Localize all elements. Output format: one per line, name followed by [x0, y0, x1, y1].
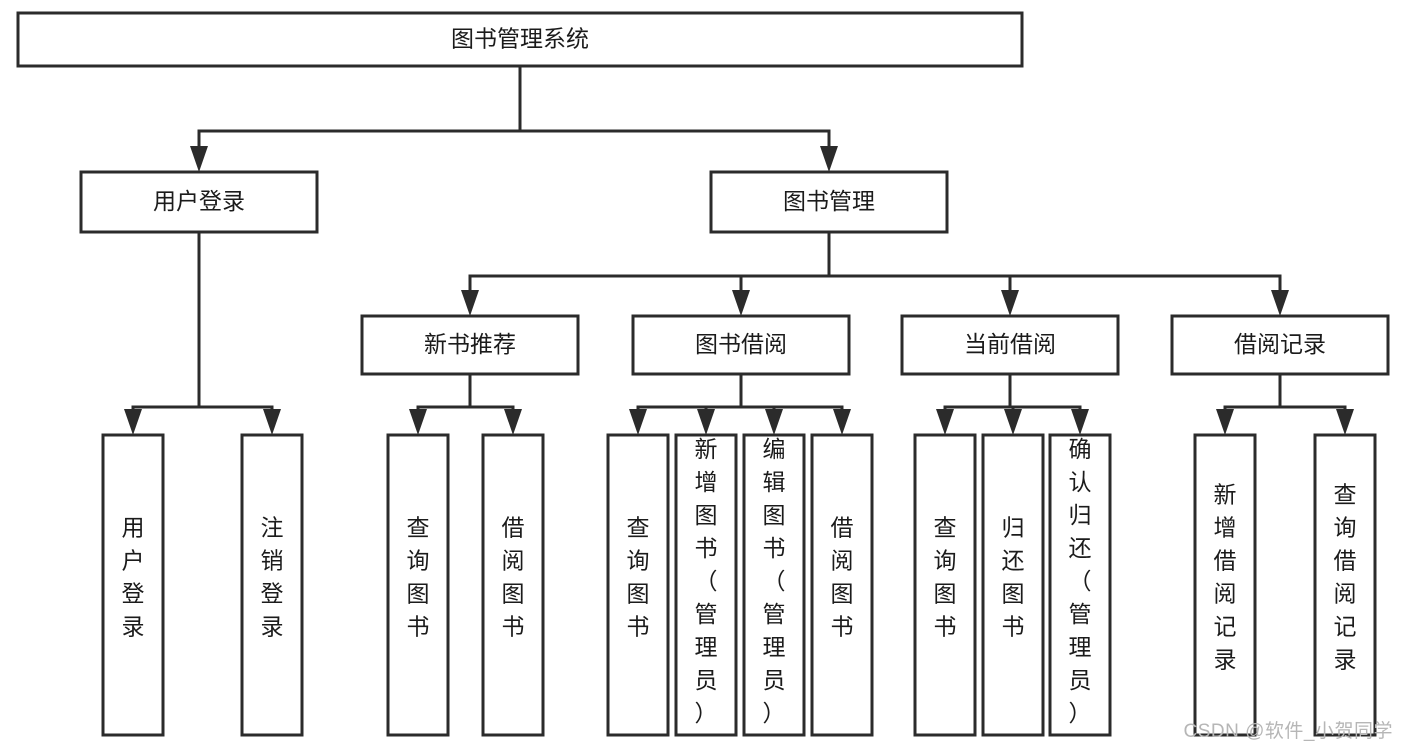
node-box-leaf-confirm-return[interactable] [1048, 433, 1112, 737]
node-leaf-query-record[interactable]: 查询借阅记录 [1313, 433, 1377, 737]
connector-group-borrow-records [1216, 372, 1354, 435]
node-leaf-query-book-current[interactable]: 查询图书 [913, 433, 977, 737]
node-label-root: 图书管理系统 [451, 26, 589, 52]
node-leaf-add-book[interactable]: 新增图书（管理员） [674, 433, 738, 737]
node-leaf-query-book-borrow[interactable]: 查询图书 [606, 433, 670, 737]
node-new-book-recommend[interactable]: 新书推荐 [360, 314, 580, 376]
node-box-leaf-query-book-rec[interactable] [386, 433, 450, 737]
node-box-book-management[interactable] [709, 170, 949, 234]
node-box-leaf-query-record[interactable] [1313, 433, 1377, 737]
connector-group-new-book-recommend [409, 372, 522, 435]
node-box-user-login[interactable] [79, 170, 319, 234]
node-label-leaf-query-record: 查询借阅记录 [1334, 482, 1357, 673]
watermark-text: CSDN @软件_小贺同学 [1183, 721, 1393, 742]
node-leaf-borrow-book-rec[interactable]: 借阅图书 [481, 433, 545, 737]
node-box-leaf-logout[interactable] [240, 433, 304, 737]
node-user-login[interactable]: 用户登录 [79, 170, 319, 234]
node-box-root[interactable] [16, 11, 1024, 68]
node-label-leaf-add-record: 新增借阅记录 [1214, 482, 1237, 673]
node-root[interactable]: 图书管理系统 [16, 11, 1024, 68]
connector-group-current-borrow [936, 372, 1089, 435]
node-book-borrow[interactable]: 图书借阅 [631, 314, 851, 376]
node-box-current-borrow[interactable] [900, 314, 1120, 376]
connector-group-root [190, 64, 838, 172]
connector-group-book-borrow [629, 372, 851, 435]
node-label-leaf-logout: 注销登录 [261, 515, 284, 640]
node-label-leaf-borrow-book-rec: 借阅图书 [502, 515, 525, 640]
node-box-leaf-add-record[interactable] [1193, 433, 1257, 737]
node-box-leaf-query-book-borrow[interactable] [606, 433, 670, 737]
node-label-borrow-records: 借阅记录 [1234, 331, 1326, 357]
node-box-leaf-borrow-book[interactable] [810, 433, 874, 737]
node-label-leaf-user-login: 用户登录 [122, 515, 145, 640]
node-box-borrow-records[interactable] [1170, 314, 1390, 376]
connector-layer [124, 64, 1354, 435]
node-book-management[interactable]: 图书管理 [709, 170, 949, 234]
node-label-new-book-recommend: 新书推荐 [424, 331, 516, 357]
node-current-borrow[interactable]: 当前借阅 [900, 314, 1120, 376]
node-label-book-borrow: 图书借阅 [695, 331, 787, 357]
node-label-book-management: 图书管理 [783, 188, 875, 214]
node-leaf-borrow-book[interactable]: 借阅图书 [810, 433, 874, 737]
node-label-user-login: 用户登录 [153, 188, 245, 214]
node-box-leaf-borrow-book-rec[interactable] [481, 433, 545, 737]
node-box-leaf-add-book[interactable] [674, 433, 738, 737]
node-borrow-records[interactable]: 借阅记录 [1170, 314, 1390, 376]
node-leaf-confirm-return[interactable]: 确认归还（管理员） [1048, 433, 1112, 737]
node-label-current-borrow: 当前借阅 [964, 331, 1056, 357]
node-label-leaf-add-book: 新增图书（管理员） [695, 436, 718, 726]
node-leaf-return-book[interactable]: 归还图书 [981, 433, 1045, 737]
node-label-leaf-return-book: 归还图书 [1002, 515, 1025, 640]
node-leaf-add-record[interactable]: 新增借阅记录 [1193, 433, 1257, 737]
node-label-leaf-query-book-borrow: 查询图书 [627, 515, 650, 640]
node-box-leaf-user-login[interactable] [101, 433, 165, 737]
node-label-leaf-edit-book: 编辑图书（管理员） [763, 436, 786, 726]
connector-group-book-management [461, 230, 1289, 316]
node-leaf-logout[interactable]: 注销登录 [240, 433, 304, 737]
node-label-leaf-query-book-rec: 查询图书 [407, 515, 430, 640]
node-leaf-user-login[interactable]: 用户登录 [101, 433, 165, 737]
node-label-leaf-query-book-current: 查询图书 [934, 515, 957, 640]
node-box-leaf-query-book-current[interactable] [913, 433, 977, 737]
node-box-book-borrow[interactable] [631, 314, 851, 376]
node-label-leaf-confirm-return: 确认归还（管理员） [1069, 436, 1092, 726]
connector-group-user-login [124, 230, 281, 435]
node-layer: 图书管理系统用户登录图书管理新书推荐图书借阅当前借阅借阅记录用户登录注销登录查询… [16, 11, 1390, 737]
node-label-leaf-borrow-book: 借阅图书 [831, 515, 854, 640]
node-box-new-book-recommend[interactable] [360, 314, 580, 376]
node-box-leaf-edit-book[interactable] [742, 433, 806, 737]
node-leaf-query-book-rec[interactable]: 查询图书 [386, 433, 450, 737]
node-leaf-edit-book[interactable]: 编辑图书（管理员） [742, 433, 806, 737]
node-box-leaf-return-book[interactable] [981, 433, 1045, 737]
